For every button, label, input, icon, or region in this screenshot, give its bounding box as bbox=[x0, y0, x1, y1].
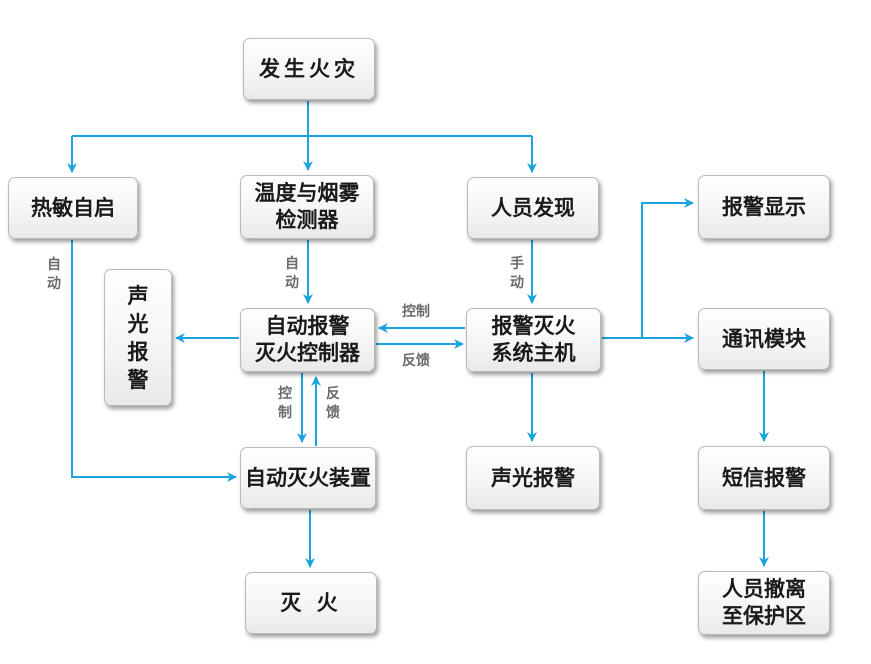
edge-label-auto-detector: 自 动 bbox=[285, 256, 299, 291]
edge-branch-to-display bbox=[641, 198, 694, 338]
node-temp-smoke-detector: 温度与烟雾 检测器 bbox=[240, 175, 374, 239]
edge-label-feedback-h: 反馈 bbox=[402, 353, 430, 369]
node-sound-light-alarm-left: 声 光 报 警 bbox=[104, 269, 172, 406]
edge-label-manual: 手 动 bbox=[510, 256, 524, 291]
node-evacuate: 人员撤离 至保护区 bbox=[698, 571, 830, 635]
node-person-discovers: 人员发现 bbox=[467, 177, 599, 239]
edge-label-control-h: 控制 bbox=[402, 304, 430, 320]
edge-heat-to-extinguish-device bbox=[71, 240, 237, 482]
edge-label-auto-left: 自 动 bbox=[47, 257, 61, 292]
edge-label-feedback-v: 反 馈 bbox=[326, 386, 340, 421]
node-alarm-display: 报警显示 bbox=[698, 175, 830, 239]
node-sms-alarm: 短信报警 bbox=[698, 446, 830, 510]
node-heat-self-start: 热敏自启 bbox=[8, 177, 138, 239]
node-comm-module: 通讯模块 bbox=[698, 308, 830, 370]
edge-label-control-v: 控 制 bbox=[278, 386, 292, 421]
node-sound-light-alarm: 声光报警 bbox=[466, 446, 600, 510]
node-fire-occurs: 发生火灾 bbox=[243, 38, 375, 100]
node-auto-extinguish-device: 自动灭火装置 bbox=[240, 447, 376, 509]
node-extinguish: 灭 火 bbox=[245, 572, 377, 634]
node-auto-alarm-controller: 自动报警 灭火控制器 bbox=[240, 308, 375, 372]
node-alarm-host: 报警灭火 系统主机 bbox=[466, 308, 601, 372]
